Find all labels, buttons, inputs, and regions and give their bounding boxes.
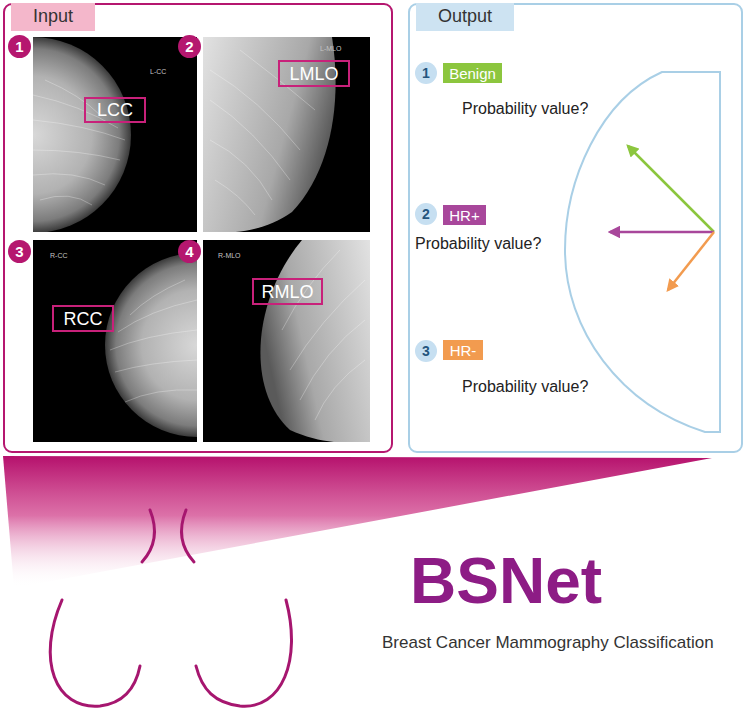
view-label-box: RMLO bbox=[252, 278, 323, 305]
badge-number: 1 bbox=[422, 66, 430, 80]
tissue-texture bbox=[282, 250, 365, 420]
view-tag: L-MLO bbox=[320, 45, 341, 53]
mammogram-picture bbox=[33, 240, 197, 442]
breast-tissue bbox=[33, 37, 131, 232]
image-ground bbox=[203, 37, 370, 232]
badge-number: 2 bbox=[422, 207, 430, 221]
mammogram-picture bbox=[33, 37, 197, 232]
number-badge: 2 bbox=[178, 35, 201, 58]
class-tag: HR+ bbox=[443, 205, 486, 225]
mammogram-picture bbox=[203, 240, 370, 442]
class-tag: HR- bbox=[443, 340, 483, 360]
view-label: RMLO bbox=[261, 283, 313, 301]
probability-question: Probability value? bbox=[415, 235, 541, 253]
image-ground bbox=[203, 240, 370, 442]
mammogram-picture bbox=[203, 37, 370, 232]
model-caption: Breast Cancer Mammography Classification bbox=[382, 634, 714, 653]
mammogram-image: R-CC RCC bbox=[33, 240, 197, 442]
hr-positive-arrow bbox=[610, 231, 714, 234]
funnel-wedge bbox=[3, 456, 712, 588]
probability-question: Probability value? bbox=[462, 100, 588, 118]
badge-number: 3 bbox=[422, 344, 430, 358]
hr-negative-arrow bbox=[668, 232, 714, 290]
view-label-box: RCC bbox=[52, 305, 114, 332]
view-label: LCC bbox=[97, 101, 133, 119]
view-label-box: LCC bbox=[84, 97, 146, 123]
class-label: Benign bbox=[449, 66, 496, 81]
number-badge: 2 bbox=[415, 203, 437, 225]
model-title: BSNet bbox=[410, 546, 602, 616]
class-label: HR+ bbox=[449, 208, 479, 223]
view-tag: L-CC bbox=[150, 68, 166, 76]
view-label: LMLO bbox=[289, 65, 338, 83]
badge-number: 2 bbox=[185, 39, 193, 54]
number-badge: 3 bbox=[8, 240, 31, 263]
view-tag: R-MLO bbox=[218, 252, 241, 260]
panel-heading: Input bbox=[11, 3, 95, 31]
mammogram-image: R-MLO RMLO bbox=[203, 240, 370, 442]
benign-arrow bbox=[628, 146, 714, 232]
badge-number: 3 bbox=[15, 244, 23, 259]
panel-heading: Output bbox=[416, 3, 514, 31]
probability-question: Probability value? bbox=[462, 378, 588, 396]
mammogram-image: L-CC LCC bbox=[33, 37, 197, 232]
class-tag: Benign bbox=[443, 63, 502, 83]
input-panel: Input 1L-CC LCC 2 L-MLO LMLO 3R-CC RCC 4R-MLO RML… bbox=[3, 3, 393, 453]
breast-tissue bbox=[105, 253, 197, 437]
view-label: RCC bbox=[64, 310, 103, 328]
breast-tissue bbox=[260, 240, 370, 442]
number-badge: 1 bbox=[8, 35, 31, 58]
number-badge: 1 bbox=[415, 62, 437, 84]
tissue-texture bbox=[110, 280, 197, 402]
breast-outline bbox=[50, 510, 291, 706]
number-badge: 3 bbox=[415, 340, 437, 362]
view-label-box: LMLO bbox=[278, 60, 350, 87]
number-badge: 4 bbox=[178, 240, 201, 263]
view-tag: R-CC bbox=[50, 252, 68, 260]
mammogram-image: L-MLO LMLO bbox=[203, 37, 370, 232]
badge-number: 1 bbox=[15, 39, 23, 54]
badge-number: 4 bbox=[185, 244, 193, 259]
class-label: HR- bbox=[450, 343, 477, 358]
